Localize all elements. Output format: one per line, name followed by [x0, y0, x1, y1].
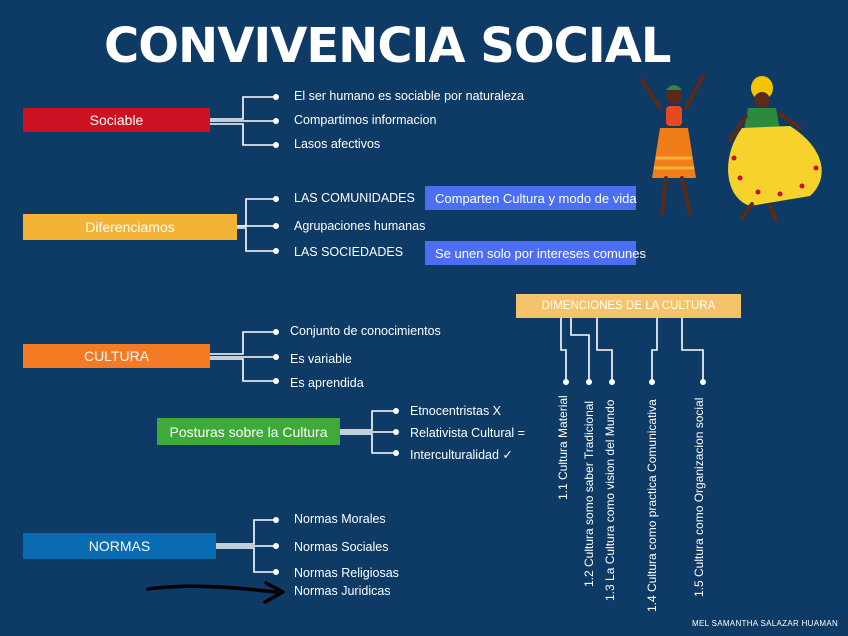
sociable-box: Sociable: [23, 108, 210, 132]
posturas-item: Interculturalidad ✓: [410, 448, 513, 462]
sociable-item: Compartimos informacion: [294, 113, 437, 127]
comunidades-note: Comparten Cultura y modo de vida: [425, 186, 637, 210]
author-signature: MEL SAMANTHA SALAZAR HUAMAN: [692, 619, 839, 628]
cultura-item: Es aprendida: [290, 376, 364, 390]
normas-item: Normas Religiosas: [294, 566, 399, 580]
page-title: CONVIVENCIA SOCIAL: [104, 18, 671, 74]
sociedades-note: Se unen solo por intereses comunes: [425, 241, 646, 265]
diferenciamos-item: Agrupaciones humanas: [294, 219, 426, 233]
cultura-item: Es variable: [290, 352, 352, 366]
cultura-box: CULTURA: [23, 344, 210, 368]
two-dancers-illustration: [640, 74, 822, 222]
sociable-item: El ser humano es sociable por naturaleza: [294, 89, 524, 103]
normas-item: Normas Morales: [294, 512, 386, 526]
cultura-item: Conjunto de conocimientos: [290, 324, 441, 338]
posturas-item: Etnocentristas X: [410, 404, 502, 418]
diferenciamos-item: LAS COMUNIDADES: [294, 191, 415, 205]
dimension-item: 1.3 La Cultura como vision del Mundo: [603, 399, 617, 601]
sociable-item: Lasos afectivos: [294, 137, 381, 151]
dimension-item: 1.5 Cultura como Organizacion social: [692, 397, 706, 597]
dimension-item: 1.4 Cultura como practica Comunicativa: [645, 399, 659, 612]
dimension-item: 1.1 Cultura Material: [556, 395, 570, 500]
dimension-item: 1.2 Cultura somo saber Tradicional: [582, 400, 596, 587]
posturas-item: Relativista Cultural =: [410, 426, 525, 440]
normas-item: Normas Sociales: [294, 540, 389, 554]
diferenciamos-item: LAS SOCIEDADES: [294, 245, 404, 259]
diferenciamos-box: Diferenciamos: [23, 214, 237, 240]
normas-box: NORMAS: [23, 533, 216, 559]
normas-item: Normas Juridicas: [294, 584, 391, 598]
dimensiones-box: DIMENCIONES DE LA CULTURA: [516, 294, 741, 318]
posturas-box: Posturas sobre la Cultura: [157, 418, 340, 445]
